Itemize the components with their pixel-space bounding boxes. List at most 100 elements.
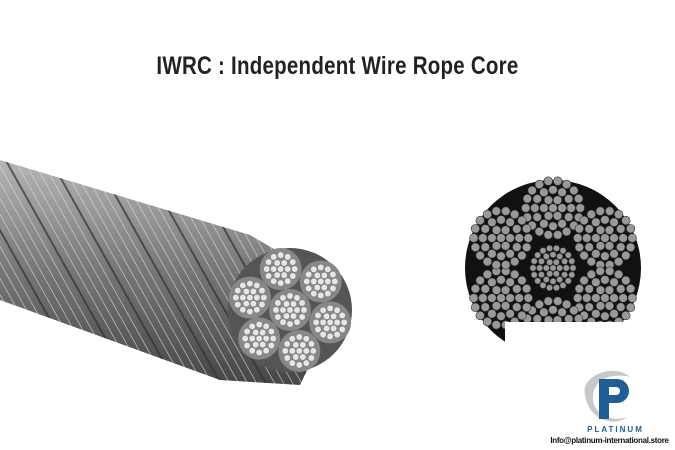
wire [277, 251, 285, 259]
wire [491, 225, 502, 235]
wire [293, 306, 301, 314]
wire [248, 335, 256, 342]
wire [569, 185, 579, 196]
wire [265, 258, 273, 266]
wire [500, 225, 511, 235]
wire [242, 288, 250, 295]
wire [605, 206, 615, 216]
wire [246, 280, 254, 288]
wire [482, 317, 492, 327]
wire [556, 276, 564, 283]
wire [255, 349, 263, 356]
wire [323, 312, 331, 320]
wire [600, 215, 610, 225]
wire [482, 257, 492, 267]
wire [546, 284, 553, 292]
wire [324, 278, 332, 285]
wire [326, 318, 334, 326]
wire [470, 224, 480, 234]
wire [491, 320, 501, 330]
wire [584, 242, 594, 252]
wire [312, 318, 320, 326]
wire [618, 233, 628, 243]
wire [627, 293, 637, 303]
wire [595, 266, 605, 276]
wire [243, 342, 251, 349]
wire [288, 347, 296, 355]
wire [569, 305, 579, 316]
wire [475, 215, 485, 226]
wire [249, 288, 257, 295]
wire [270, 253, 278, 261]
wire [333, 306, 341, 314]
wire [621, 215, 631, 226]
wire [591, 293, 601, 303]
wire [523, 293, 533, 303]
wire [501, 260, 511, 270]
wire [259, 329, 267, 336]
wire [255, 321, 263, 328]
wire [591, 249, 601, 259]
wire [293, 318, 301, 326]
wire [317, 264, 325, 271]
wire [487, 277, 497, 287]
wire [239, 294, 247, 302]
wire [487, 249, 497, 259]
wire [522, 242, 532, 252]
logo-p-letter [599, 379, 629, 419]
wire [283, 340, 291, 348]
wire [616, 284, 626, 294]
wire [326, 304, 334, 312]
wire [604, 285, 615, 295]
wire [600, 311, 610, 321]
wire [330, 325, 338, 332]
wire [539, 203, 549, 213]
wire [609, 217, 619, 227]
wire [319, 318, 327, 326]
wire [310, 290, 318, 298]
wire [286, 320, 294, 328]
wire [338, 325, 346, 333]
wire [621, 275, 631, 286]
wire [552, 211, 563, 221]
wire [561, 257, 568, 265]
wire [482, 269, 492, 279]
wire [246, 308, 254, 316]
wire [557, 219, 567, 229]
wire [491, 241, 502, 251]
wire [234, 287, 242, 295]
wire [253, 282, 261, 289]
wire [614, 209, 624, 219]
wire [584, 224, 594, 234]
wire [491, 260, 501, 270]
wire [274, 313, 282, 321]
wire [609, 233, 619, 243]
wire [530, 257, 538, 265]
wire [480, 302, 490, 312]
platinum-logo [584, 370, 630, 422]
wire [626, 284, 636, 294]
wire [496, 275, 506, 285]
wire [621, 250, 631, 261]
wire [522, 284, 532, 294]
wire [600, 275, 610, 285]
wire [553, 230, 563, 240]
wire [564, 314, 574, 324]
wire [333, 318, 341, 326]
wire [557, 307, 567, 317]
wire [543, 176, 553, 186]
wire [538, 257, 545, 265]
wire [591, 233, 601, 243]
wire [532, 314, 542, 324]
wire [586, 257, 596, 267]
wire [530, 271, 538, 279]
wire [595, 301, 606, 311]
wire [482, 209, 492, 219]
wire [548, 305, 558, 315]
wire [569, 264, 577, 272]
wire [262, 335, 270, 342]
wire [234, 301, 242, 309]
wire [293, 294, 301, 302]
wire [267, 342, 275, 349]
wire [539, 187, 549, 197]
